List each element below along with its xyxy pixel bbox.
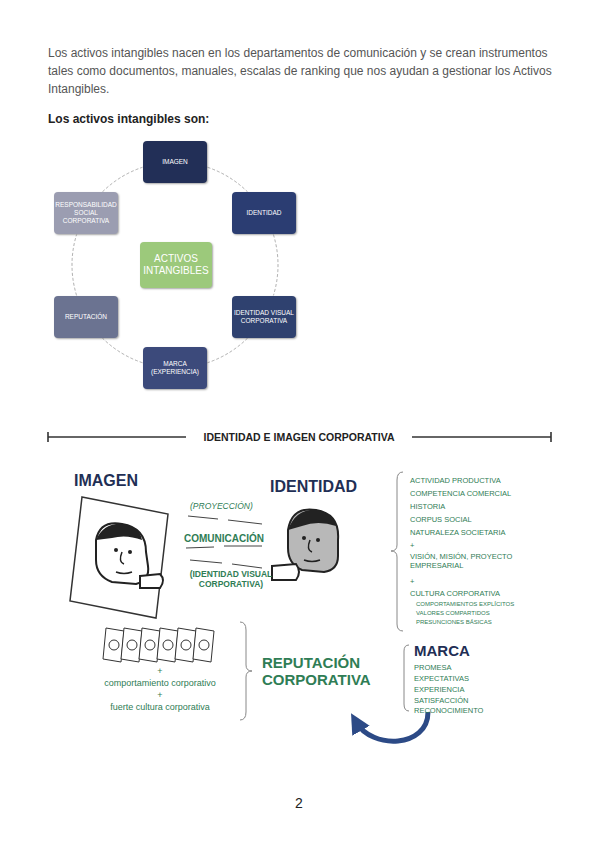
list-item: ACTIVIDAD PRODUCTIVA <box>410 477 560 486</box>
list-item: EXPERIENCIA <box>414 686 544 695</box>
heading: MARCA <box>414 642 504 659</box>
ring-connector <box>72 235 77 296</box>
ring-connector <box>208 338 248 363</box>
heading: REPUTACIÓN CORPORATIVA <box>262 654 402 689</box>
note: (PROYECCIÓN) <box>190 502 270 512</box>
plus-sign: + <box>410 542 440 551</box>
note: COMUNICACIÓN <box>184 533 284 545</box>
bracket <box>391 472 403 631</box>
sub-item: PRESUNCIONES BÁSICAS <box>416 619 566 626</box>
node-text: IMAGEN <box>162 158 188 166</box>
asset-box: IDENTIDAD VISUAL CORPORATIVA <box>232 296 296 338</box>
node-text: MARCA (EXPERIENCIA) <box>145 360 205 376</box>
list-item: COMPETENCIA COMERCIAL <box>410 490 560 499</box>
asset-box: IDENTIDAD <box>232 192 296 234</box>
sub-item: VALORES COMPARTIDOS <box>416 610 566 617</box>
node-text: IDENTIDAD <box>246 209 281 217</box>
plus-sign: + <box>130 666 190 676</box>
list-item: VISIÓN, MISIÓN, PROYECTO EMPRESARIAL <box>410 553 530 570</box>
list-item: NATURALEZA SOCIETARIA <box>410 529 560 538</box>
list-item: CORPUS SOCIAL <box>410 516 560 525</box>
heading: IDENTIDAD <box>270 478 390 496</box>
ring-connector <box>102 167 142 192</box>
note: comportamiento corporativo <box>85 678 235 688</box>
node-text: RESPONSABILIDAD SOCIAL CORPORATIVA <box>55 201 116 224</box>
bracket <box>404 645 409 711</box>
asset-box: RESPONSABILIDAD SOCIAL CORPORATIVA <box>54 192 118 234</box>
plus-sign: + <box>410 578 440 587</box>
list-item: EXPECTATIVAS <box>414 675 544 684</box>
ring-connector <box>273 235 278 296</box>
title: Los activos intangibles son: <box>48 113 348 127</box>
ring-connector <box>208 167 248 192</box>
curved-arrow <box>356 712 428 741</box>
page-number: 2 <box>279 795 319 811</box>
note: fuerte cultura corporativa <box>85 702 235 712</box>
note: (IDENTIDAD VISUAL CORPORATIVA) <box>176 570 286 590</box>
body-paragraph: Los activos intangibles nacen en los dep… <box>48 44 560 98</box>
sub-item: COMPORTAMIENTOS EXPLÍCITOS <box>416 601 566 608</box>
identity-face <box>272 509 338 580</box>
node-text: IDENTIDAD VISUAL CORPORATIVA <box>234 309 294 325</box>
section-heading: IDENTIDAD E IMAGEN CORPORATIVA <box>188 431 410 443</box>
asset-box: REPUTACIÓN <box>54 296 118 338</box>
image-card <box>70 497 168 618</box>
bracket <box>240 622 252 720</box>
node-text: REPUTACIÓN <box>65 313 107 321</box>
list-item: CULTURA CORPORATIVA <box>410 590 560 599</box>
asset-box: IMAGEN <box>143 141 207 183</box>
list-item: SATISFACCIÓN <box>414 697 544 706</box>
ring-connector <box>102 338 142 363</box>
list-item: PROMESA <box>414 664 544 673</box>
list-item: HISTORIA <box>410 503 560 512</box>
plus-sign: + <box>130 690 190 700</box>
center-box: ACTIVOS INTANGIBLES <box>140 242 212 288</box>
node-text: ACTIVOS INTANGIBLES <box>142 253 210 277</box>
image-cards <box>103 628 214 662</box>
asset-box: MARCA (EXPERIENCIA) <box>143 347 207 389</box>
heading: IMAGEN <box>74 472 164 490</box>
list-item: RECONOCIMIENTO <box>414 707 544 716</box>
